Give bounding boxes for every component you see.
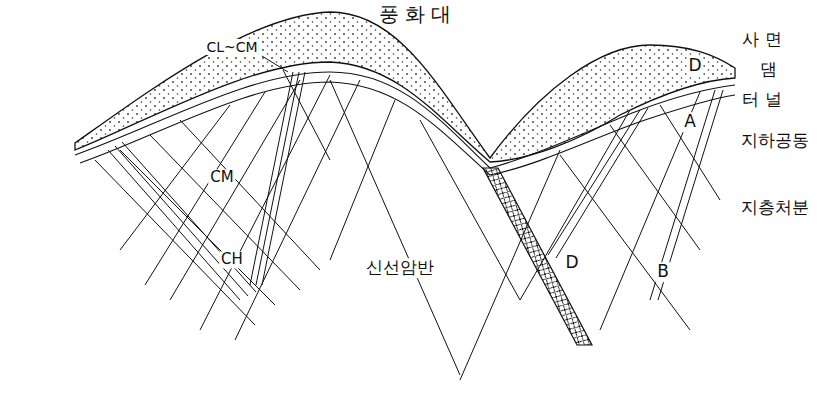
application-label: 지하공동 [741,131,809,151]
rock-class-label: B [655,262,671,282]
application-label: 댐 [760,60,777,80]
application-label: 터 널 [742,90,781,110]
weathered-zone [75,12,735,162]
leader-line [262,56,288,72]
rock-class-label: CM [208,169,235,186]
application-label: 지층처분 [741,198,809,218]
application-label: 사 면 [742,30,781,50]
fault-zone [483,168,592,345]
rock-class-label: CH [219,251,245,268]
rock-class-label: CL~CM [204,39,259,55]
rock-class-label: A [682,112,698,132]
rock-class-label: D [563,253,580,273]
bedrock-label: 신선암반 [364,258,436,278]
zone-title: 풍 화 대 [379,3,452,26]
joint-lines [95,70,723,380]
rock-class-label: D [686,56,703,76]
